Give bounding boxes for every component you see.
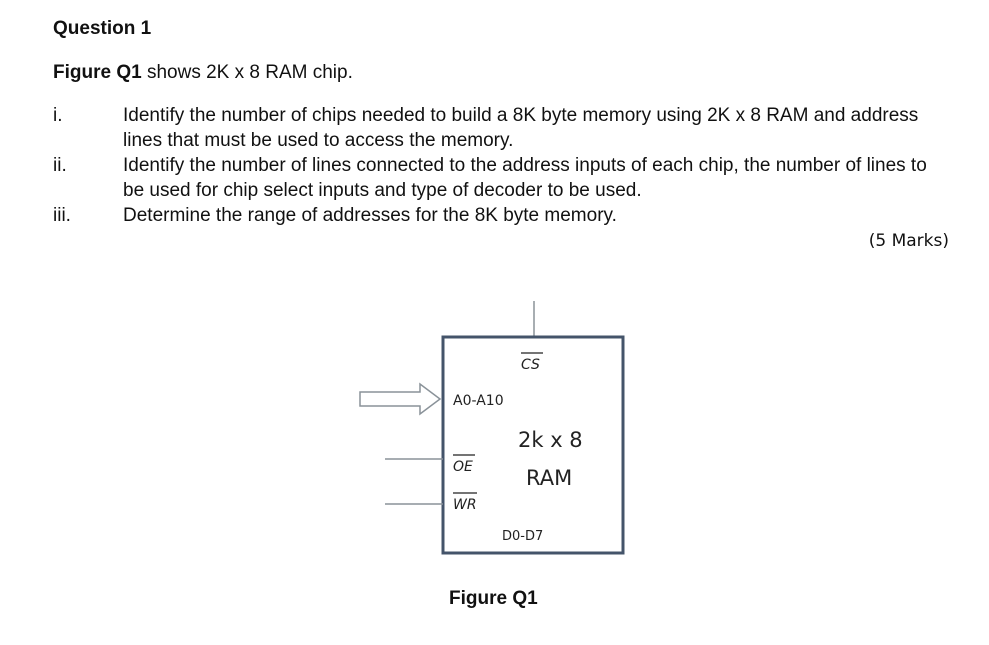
item-number: i. bbox=[53, 105, 63, 126]
chip-size-label: 2k x 8 bbox=[518, 428, 583, 452]
question-intro: Figure Q1 shows 2K x 8 RAM chip. bbox=[53, 61, 353, 85]
figure-caption: Figure Q1 bbox=[449, 588, 538, 609]
question-title: Question 1 bbox=[53, 18, 152, 39]
ram-chip-diagram: CS A0-A10 2k x 8 RAM OE WR D0-D7 bbox=[340, 295, 660, 575]
intro-text: shows 2K x 8 RAM chip. bbox=[141, 62, 353, 83]
item-text: Identify the number of lines connected t… bbox=[123, 155, 927, 201]
chip-box bbox=[441, 335, 625, 555]
oe-label: OE bbox=[453, 459, 473, 475]
question-item-iii: iii. Determine the range of addresses fo… bbox=[53, 203, 933, 228]
address-bus-arrow bbox=[359, 382, 442, 416]
item-number: ii. bbox=[53, 155, 67, 176]
question-item-i: i. Identify the number of chips needed t… bbox=[53, 103, 933, 153]
address-label: A0-A10 bbox=[453, 393, 504, 409]
cs-label: CS bbox=[521, 357, 540, 373]
item-text: Identify the number of chips needed to b… bbox=[123, 105, 919, 151]
wr-label: WR bbox=[453, 497, 477, 513]
question-items: i. Identify the number of chips needed t… bbox=[53, 103, 933, 228]
item-text: Determine the range of addresses for the… bbox=[123, 205, 617, 226]
figure-reference: Figure Q1 bbox=[53, 62, 142, 83]
data-bus-label: D0-D7 bbox=[502, 529, 543, 544]
marks-label: (5 Marks) bbox=[868, 231, 949, 251]
chip-type-label: RAM bbox=[526, 466, 572, 490]
item-number: iii. bbox=[53, 205, 71, 226]
question-item-ii: ii. Identify the number of lines connect… bbox=[53, 153, 933, 203]
ram-chip-svg: CS A0-A10 2k x 8 RAM OE WR D0-D7 bbox=[359, 301, 625, 555]
